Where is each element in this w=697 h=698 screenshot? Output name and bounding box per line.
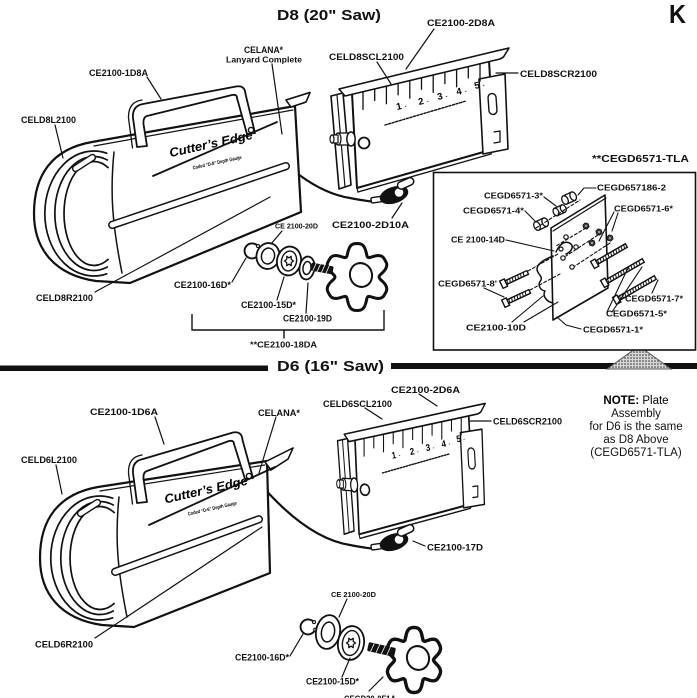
svg-text:1: 1 (395, 101, 403, 113)
svg-text:**CE2100-18DA: **CE2100-18DA (250, 340, 317, 350)
svg-text:CELD6R2100: CELD6R2100 (35, 640, 93, 650)
svg-text:CEGD6571-5*: CEGD6571-5* (606, 309, 668, 319)
svg-text:(CEGD6571-TLA): (CEGD6571-TLA) (590, 447, 682, 459)
svg-text:for D6 is the same: for D6 is the same (589, 421, 682, 433)
svg-text:K: K (669, 0, 686, 29)
svg-text:-: - (398, 453, 401, 460)
svg-text:CEGD6571-3*: CEGD6571-3* (484, 191, 544, 201)
svg-text:CE2100-2D8A: CE2100-2D8A (427, 18, 496, 28)
svg-text:CELD6SCL2100: CELD6SCL2100 (323, 399, 392, 409)
svg-text:CE2100-15D*: CE2100-15D* (241, 300, 296, 310)
svg-text:CELD6L2100: CELD6L2100 (21, 455, 77, 465)
svg-text:CELD8SCR2100: CELD8SCR2100 (520, 69, 597, 79)
svg-text:5: 5 (456, 433, 462, 445)
svg-text:-: - (404, 104, 407, 110)
svg-text:CEGD6571-4*: CEGD6571-4* (463, 206, 525, 216)
svg-text:CE2100-19D: CE2100-19D (283, 314, 332, 324)
svg-text:1: 1 (391, 449, 397, 461)
svg-text:CE2100-16D*: CE2100-16D* (235, 653, 289, 663)
svg-text:2: 2 (417, 96, 424, 108)
svg-text:CEGD6571-7*: CEGD6571-7* (625, 294, 684, 304)
svg-text:CE2100-1D6A: CE2100-1D6A (90, 407, 159, 417)
svg-text:CE2100-17D: CE2100-17D (427, 543, 484, 553)
svg-text:-: - (445, 94, 448, 100)
svg-text:D8 (20" Saw): D8 (20" Saw) (277, 7, 381, 24)
svg-text:-: - (426, 99, 429, 105)
svg-text:CEGD6571-1*: CEGD6571-1* (583, 325, 644, 335)
svg-text:CEGD30-0F1A: CEGD30-0F1A (344, 694, 396, 698)
svg-text:-: - (448, 441, 451, 448)
svg-text:-: - (464, 89, 467, 95)
svg-text:Assembly: Assembly (611, 408, 661, 420)
svg-text:5: 5 (473, 80, 481, 92)
svg-text:CELD6SCR2100: CELD6SCR2100 (493, 417, 562, 427)
svg-text:4: 4 (441, 438, 447, 450)
svg-text:NOTE: Plate: NOTE: Plate (603, 395, 668, 407)
svg-text:2: 2 (409, 446, 415, 458)
svg-text:-: - (482, 83, 485, 89)
svg-text:CE 2100-20D: CE 2100-20D (275, 222, 319, 231)
svg-text:CEGD657186-2: CEGD657186-2 (597, 183, 666, 193)
svg-text:CE2100-2D6A: CE2100-2D6A (391, 385, 461, 395)
svg-text:CELD8SCL2100: CELD8SCL2100 (329, 52, 404, 62)
svg-text:CEGD6571-6*: CEGD6571-6* (614, 204, 674, 214)
svg-text:4: 4 (455, 86, 463, 98)
svg-text:CE2100-2D10A: CE2100-2D10A (332, 220, 410, 230)
svg-text:CE 2100-14D: CE 2100-14D (451, 235, 505, 245)
svg-text:**CEGD6571-TLA: **CEGD6571-TLA (592, 153, 689, 165)
svg-text:CELD8L2100: CELD8L2100 (21, 115, 76, 125)
svg-text:CELD8R2100: CELD8R2100 (36, 293, 93, 303)
svg-text:3: 3 (425, 442, 431, 454)
svg-text:CE 2100-20D: CE 2100-20D (331, 590, 377, 599)
svg-text:CEGD6571-8': CEGD6571-8' (438, 279, 497, 289)
svg-text:as D8 Above: as D8 Above (603, 434, 668, 446)
svg-text:CE2100-16D*: CE2100-16D* (174, 280, 231, 290)
svg-text:CE2100-10D: CE2100-10D (466, 323, 526, 333)
svg-text:Lanyard Complete: Lanyard Complete (226, 55, 302, 65)
svg-text:3: 3 (436, 91, 443, 103)
svg-text:CE2100-1D8A: CE2100-1D8A (89, 68, 149, 78)
svg-text:CE2100-15D*: CE2100-15D* (306, 677, 359, 687)
svg-text:CELANA*: CELANA* (244, 45, 283, 55)
svg-text:-: - (416, 449, 419, 456)
svg-text:CELANA*: CELANA* (258, 408, 300, 418)
svg-text:-: - (432, 445, 435, 452)
svg-text:-: - (463, 436, 466, 443)
svg-text:D6 (16" Saw): D6 (16" Saw) (277, 358, 384, 375)
